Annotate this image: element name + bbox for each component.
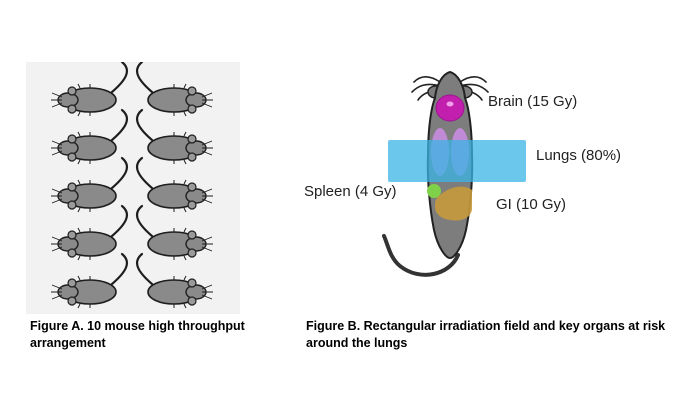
mouse-icon bbox=[135, 204, 215, 262]
lungs-label: Lungs (80%) bbox=[536, 147, 622, 164]
mouse-icon bbox=[49, 62, 129, 118]
spleen-label: Spleen (4 Gy) bbox=[304, 183, 397, 200]
mouse-icon bbox=[49, 156, 129, 214]
figure-a-caption: Figure A. 10 mouse high throughput arran… bbox=[30, 319, 245, 350]
figure-a-mouse-grid bbox=[26, 62, 240, 314]
mouse-icon bbox=[135, 252, 215, 310]
mouse-icon bbox=[135, 156, 215, 214]
mouse-anatomy-svg bbox=[382, 70, 526, 277]
mouse-tail bbox=[382, 234, 460, 277]
spleen-organ bbox=[427, 184, 441, 198]
irradiation-field bbox=[388, 140, 526, 182]
mouse-icon bbox=[49, 204, 129, 262]
figure-b-irradiation-diagram bbox=[300, 60, 680, 300]
brain-label: Brain (15 Gy) bbox=[488, 93, 578, 110]
figure-b-caption: Figure B. Rectangular irradiation field … bbox=[306, 319, 666, 350]
mouse-icon bbox=[135, 62, 215, 118]
mouse-icon bbox=[49, 252, 129, 310]
gi-label: GI (10 Gy) bbox=[496, 196, 567, 213]
mouse-icon bbox=[49, 108, 129, 166]
mouse-icon bbox=[135, 108, 215, 166]
mouse-grid-svg bbox=[49, 62, 215, 310]
brain-organ bbox=[435, 94, 465, 122]
gi-organ bbox=[434, 186, 472, 221]
